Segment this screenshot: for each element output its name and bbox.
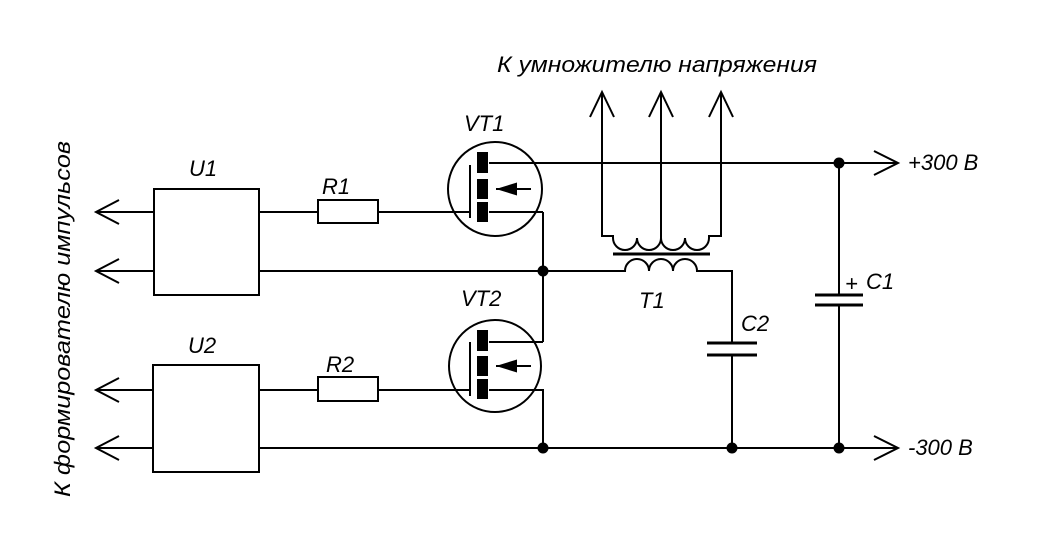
vt1-drain-bar bbox=[477, 152, 488, 173]
negative-rail-label: -300 В bbox=[908, 435, 973, 460]
positive-rail-label: +300 В bbox=[908, 150, 978, 175]
resistor-r2: R2 bbox=[259, 352, 470, 402]
junction-dot bbox=[726, 442, 738, 454]
resistor-r1: R1 bbox=[259, 174, 470, 224]
t1-primary-winding bbox=[543, 258, 733, 343]
t1-label: T1 bbox=[639, 288, 665, 313]
u2-body bbox=[152, 364, 260, 473]
r2-body bbox=[317, 376, 379, 402]
block-u1: U1 bbox=[153, 156, 260, 296]
arrow-up-icon bbox=[708, 89, 734, 118]
transistor-vt1: VT1 bbox=[447, 111, 543, 237]
vt2-envelope bbox=[448, 319, 542, 413]
arrow-up-icon bbox=[648, 89, 674, 118]
junction-dot bbox=[833, 442, 845, 454]
arrow-up-icon bbox=[589, 89, 615, 118]
vt1-body-bar bbox=[477, 179, 488, 199]
vt2-body-arrow-icon bbox=[496, 359, 517, 373]
vt1-envelope bbox=[447, 141, 543, 237]
arrow-right-icon bbox=[873, 435, 901, 461]
c1-plus-sign: + bbox=[845, 271, 858, 296]
vt1-body-arrow-icon bbox=[496, 182, 517, 196]
left-output-leads bbox=[93, 199, 154, 461]
r1-label: R1 bbox=[322, 174, 350, 199]
vt2-source-bar bbox=[477, 379, 488, 399]
arrow-left-icon bbox=[93, 199, 120, 225]
r1-body bbox=[317, 199, 379, 224]
transformer-t1: T1 bbox=[543, 89, 734, 343]
interconnect-wires bbox=[259, 150, 901, 461]
junction-dots bbox=[537, 157, 845, 454]
u1-label: U1 bbox=[189, 156, 217, 181]
block-u2: U2 bbox=[152, 333, 260, 473]
vt1-label: VT1 bbox=[464, 111, 504, 136]
r2-label: R2 bbox=[326, 352, 354, 377]
c1-label: C1 bbox=[866, 269, 894, 294]
junction-dot bbox=[833, 157, 845, 169]
junction-dot bbox=[537, 442, 549, 454]
u1-body bbox=[153, 188, 260, 296]
arrow-right-icon bbox=[873, 150, 901, 176]
u2-label: U2 bbox=[188, 333, 216, 358]
vt2-body-bar bbox=[477, 356, 488, 376]
vt1-source-bar bbox=[477, 202, 488, 222]
transistor-vt2: VT2 bbox=[448, 286, 544, 448]
capacitor-c2: C2 bbox=[707, 311, 769, 448]
vt2-label: VT2 bbox=[461, 286, 501, 311]
junction-dot bbox=[537, 265, 549, 277]
arrow-left-icon bbox=[93, 258, 120, 284]
title-left: К формирователю импульсов bbox=[50, 141, 75, 497]
title-top: К умножителю напряжения bbox=[497, 52, 817, 77]
vt2-source-lead bbox=[489, 389, 544, 448]
c2-label: C2 bbox=[741, 311, 769, 336]
capacitor-c1: + C1 bbox=[815, 163, 894, 448]
arrow-left-icon bbox=[93, 435, 120, 461]
arrow-left-icon bbox=[93, 377, 120, 403]
vt2-drain-bar bbox=[477, 330, 488, 351]
